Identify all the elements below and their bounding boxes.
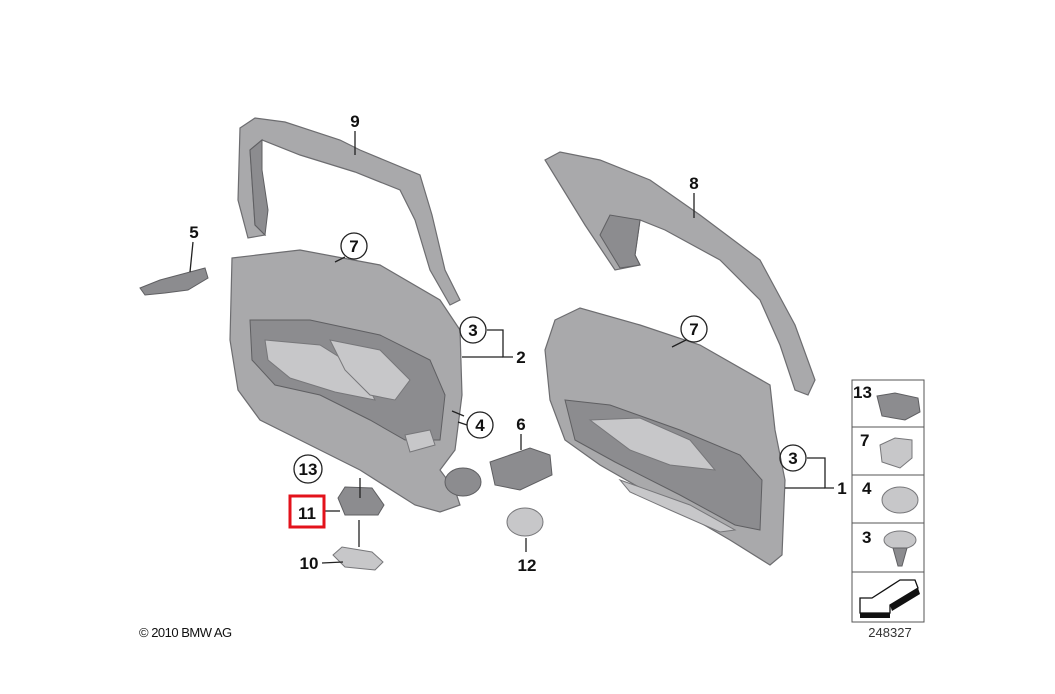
rivet-icon xyxy=(883,530,917,550)
part-2-door-panel-left xyxy=(229,249,482,513)
callout-3-right: 3 xyxy=(788,449,797,468)
callout-11: 11 xyxy=(298,504,316,523)
callout-circle-7-right xyxy=(680,315,708,343)
part-12-cover-cap xyxy=(506,507,544,537)
callout-circle-3-right xyxy=(779,444,807,472)
callout-13: 13 xyxy=(299,460,318,479)
legend-row-4: 4 xyxy=(862,479,919,514)
bracket-icon xyxy=(876,392,921,421)
part-4-pin xyxy=(451,410,465,417)
callout-3-left: 3 xyxy=(468,321,477,340)
part-9-window-trim-left xyxy=(237,117,461,306)
svg-text:4: 4 xyxy=(862,479,872,498)
callout-4: 4 xyxy=(475,416,485,435)
cap-icon xyxy=(881,486,919,514)
callout-1: 1 xyxy=(837,479,846,498)
callout-6: 6 xyxy=(516,415,525,434)
callout-2: 2 xyxy=(516,348,525,367)
callout-12: 12 xyxy=(518,556,537,575)
legend-row-7: 7 xyxy=(860,431,913,469)
leader-lines xyxy=(189,131,834,564)
clip-icon xyxy=(879,437,913,469)
callout-7-right: 7 xyxy=(689,320,698,339)
callout-circle-3-left xyxy=(459,316,487,344)
part-11-clip xyxy=(337,486,385,516)
callout-circle-13 xyxy=(293,454,323,484)
legend-row-13: 13 xyxy=(853,383,921,421)
part-1-door-panel-right xyxy=(544,307,786,566)
callout-circle-4 xyxy=(466,411,494,439)
callout-7-left: 7 xyxy=(349,237,358,256)
copyright: © 2010 BMW AG xyxy=(139,625,232,640)
diagram-number: 248327 xyxy=(868,625,911,640)
parts-legend: 13 7 4 3 xyxy=(851,379,925,623)
direction-arrow-icon xyxy=(859,579,920,618)
svg-text:13: 13 xyxy=(853,383,872,402)
part-5-bracket xyxy=(139,267,209,296)
part-6-handle-insert xyxy=(489,447,553,491)
callout-10: 10 xyxy=(300,554,319,573)
svg-text:3: 3 xyxy=(862,528,871,547)
legend-row-3: 3 xyxy=(862,528,917,567)
highlight-box-11 xyxy=(288,494,326,529)
part-8-window-trim-right xyxy=(544,151,816,396)
callout-9: 9 xyxy=(350,112,359,131)
callout-circle-7-left xyxy=(340,232,368,260)
callout-8: 8 xyxy=(689,174,698,193)
callout-5: 5 xyxy=(189,223,198,242)
part-10-cover xyxy=(332,546,384,571)
svg-text:7: 7 xyxy=(860,431,869,450)
